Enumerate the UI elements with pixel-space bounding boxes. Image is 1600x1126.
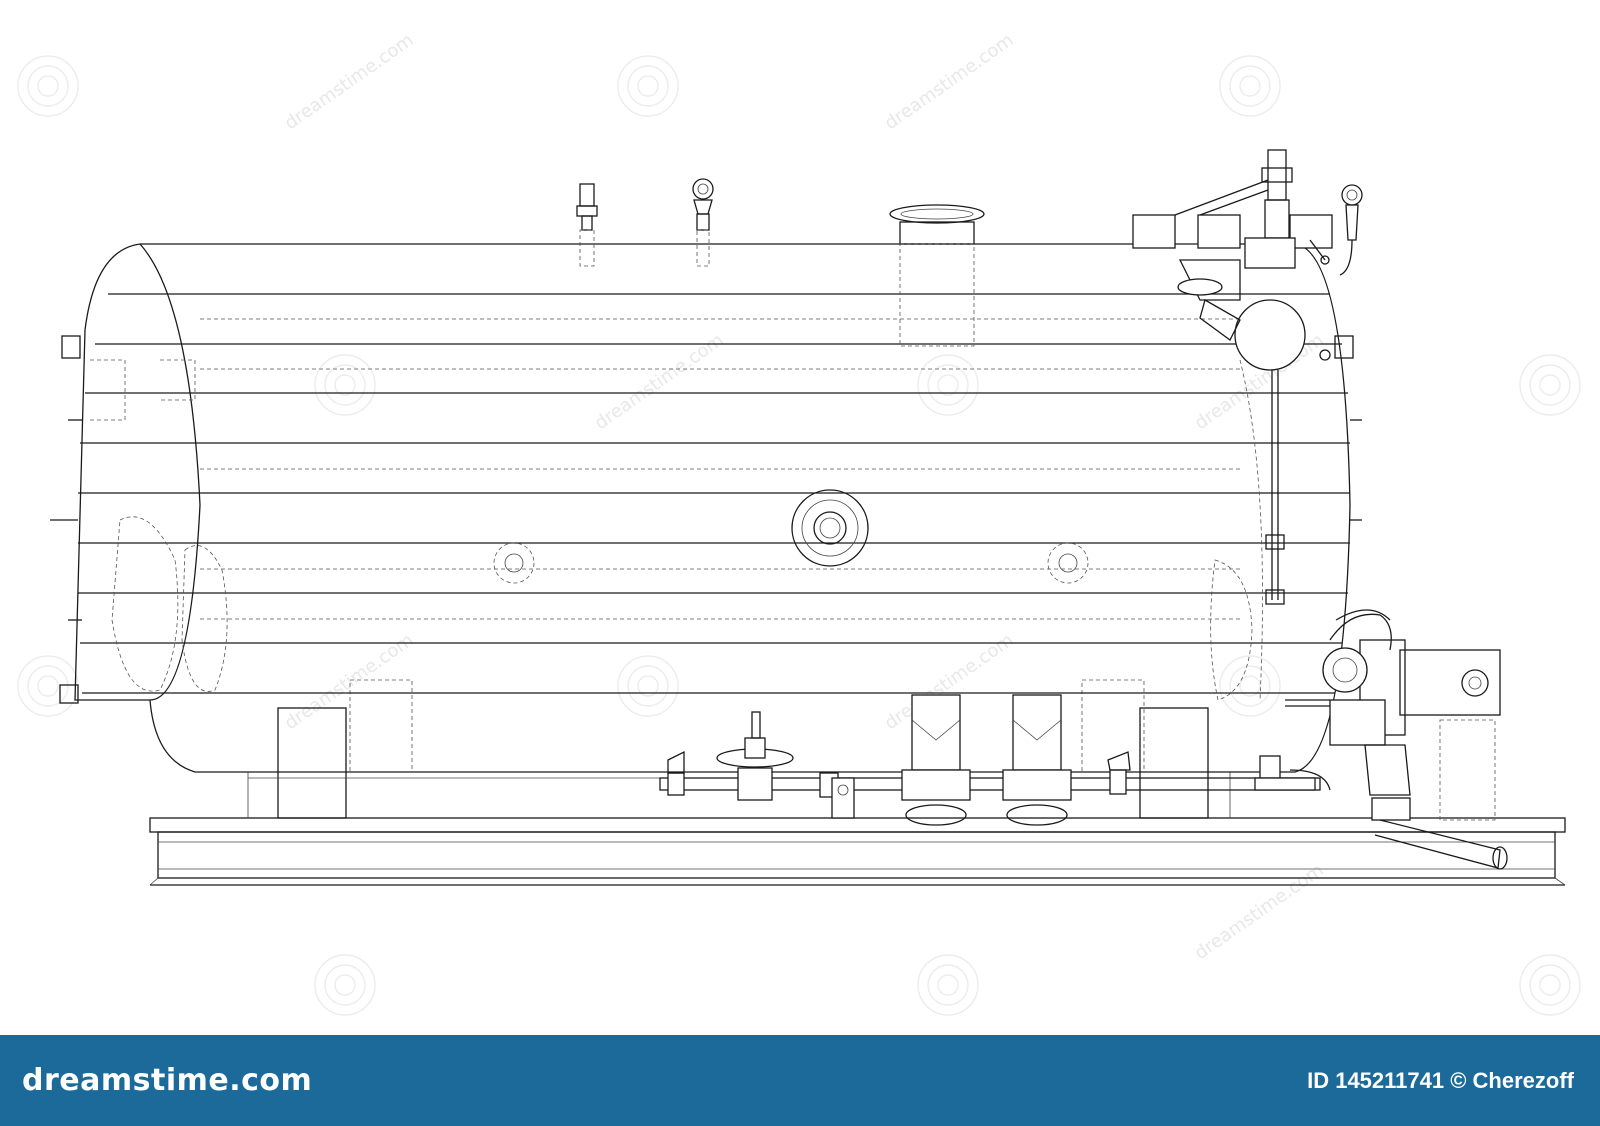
burner-assembly — [1285, 609, 1508, 870]
boiler-shell — [74, 243, 1351, 773]
watermark-text: dreamstime.com — [281, 30, 418, 135]
watermark-text: dreamstime.com — [281, 630, 418, 735]
watermark-spiral — [17, 55, 79, 117]
shell-ports — [493, 489, 1089, 584]
watermark-spiral — [617, 655, 679, 717]
fuel-line — [659, 694, 1331, 826]
watermark-spiral — [1519, 954, 1581, 1016]
watermark-spiral — [17, 655, 79, 717]
valve-cluster — [1132, 149, 1363, 605]
footer-bar: dreamstime.com ID 145211741 © Cherezoff — [0, 1035, 1600, 1126]
watermark-spiral — [314, 354, 376, 416]
top-nozzles — [576, 178, 985, 347]
base-frame — [149, 817, 1566, 886]
watermark-spiral — [1219, 655, 1281, 717]
watermark-spiral — [1219, 55, 1281, 117]
watermark-spiral — [314, 954, 376, 1016]
watermark-text: dreamstime.com — [1191, 860, 1328, 965]
watermark-text: dreamstime.com — [881, 30, 1018, 135]
watermark-spiral — [617, 55, 679, 117]
watermark-spiral — [1519, 354, 1581, 416]
rear-head — [1210, 335, 1362, 701]
watermark-spiral — [917, 354, 979, 416]
watermark-pattern: dreamstime.com dreamstime.com dreamstime… — [17, 30, 1581, 1016]
brand-logo[interactable]: dreamstime.com — [22, 1063, 313, 1098]
boiler-wireframe-drawing: dreamstime.com dreamstime.com dreamstime… — [17, 30, 1581, 1016]
front-head — [50, 335, 228, 704]
watermark-spiral — [917, 954, 979, 1016]
image-credit: ID 145211741 © Cherezoff — [1307, 1067, 1574, 1093]
watermark-text: dreamstime.com — [591, 330, 728, 435]
